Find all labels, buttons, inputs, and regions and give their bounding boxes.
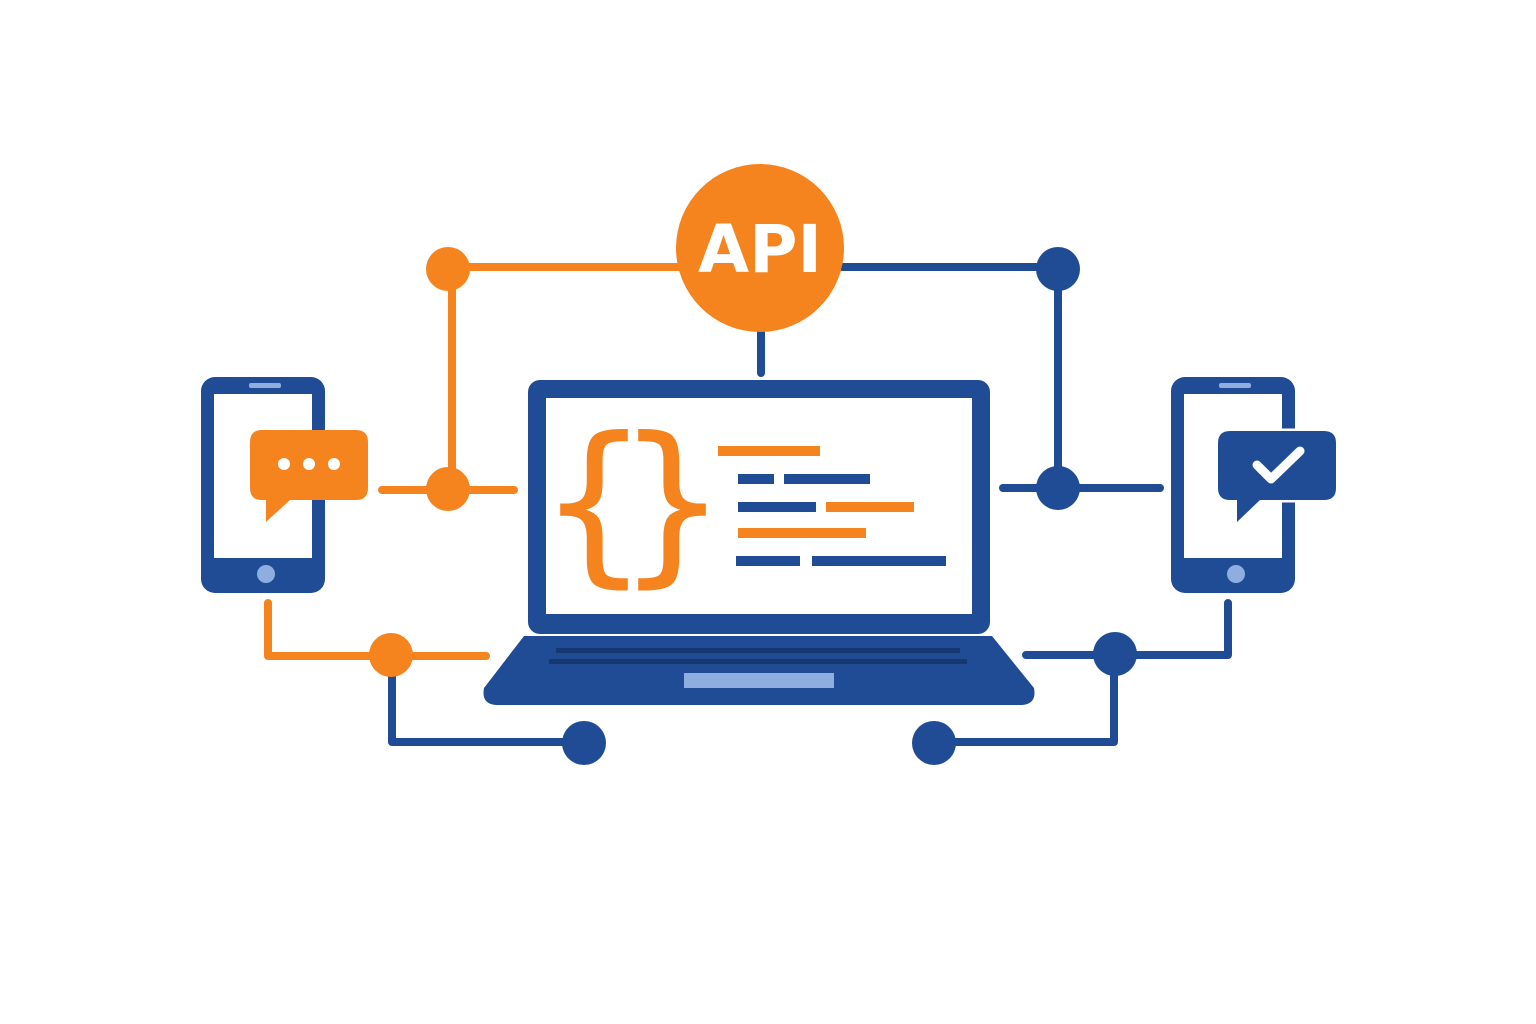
- phone-speaker: [1219, 383, 1251, 388]
- code-lines: [718, 446, 946, 566]
- phone-home-button: [1227, 565, 1245, 583]
- chat-bubble-dots-icon: [250, 430, 368, 522]
- node-dot: [1093, 632, 1137, 676]
- connector-left-bottom-orange: [264, 599, 490, 660]
- node-dot: [562, 721, 606, 765]
- api-hub: API: [676, 164, 844, 332]
- node-dot: [426, 467, 470, 511]
- connector-right-bottom-blue: [930, 651, 1118, 746]
- node-dot: [426, 247, 470, 291]
- code-line: [738, 528, 866, 538]
- code-line: [826, 502, 914, 512]
- api-hub-circle: [676, 164, 844, 332]
- laptop-icon: { }: [483, 380, 1035, 705]
- check-icon: [1252, 446, 1305, 484]
- laptop-key-row: [556, 648, 960, 653]
- laptop-trackpad: [684, 673, 834, 688]
- orange-nodes: [369, 247, 470, 677]
- code-line: [718, 446, 820, 456]
- code-line: [784, 474, 870, 484]
- blue-nodes: [562, 247, 1137, 765]
- chat-dot: [328, 458, 340, 470]
- node-dot: [1036, 247, 1080, 291]
- code-line: [812, 556, 946, 566]
- chat-dot: [303, 458, 315, 470]
- code-brace-close: }: [616, 401, 727, 604]
- node-dot: [912, 721, 956, 765]
- api-label: API: [698, 211, 822, 288]
- code-line: [738, 502, 816, 512]
- laptop-base: [483, 636, 1035, 705]
- code-line: [738, 474, 774, 484]
- right-smartphone: [1171, 377, 1339, 593]
- phone-speaker: [249, 383, 281, 388]
- chat-bubble-check-icon: [1215, 428, 1339, 528]
- code-brace-open: {: [538, 401, 649, 604]
- code-line: [736, 556, 800, 566]
- phone-home-button: [257, 565, 275, 583]
- node-dot: [1036, 466, 1080, 510]
- chat-dot: [278, 458, 290, 470]
- laptop-key-row: [549, 659, 967, 664]
- left-smartphone: [201, 377, 368, 593]
- node-dot: [369, 633, 413, 677]
- connector-left-bottom-blue: [388, 652, 588, 746]
